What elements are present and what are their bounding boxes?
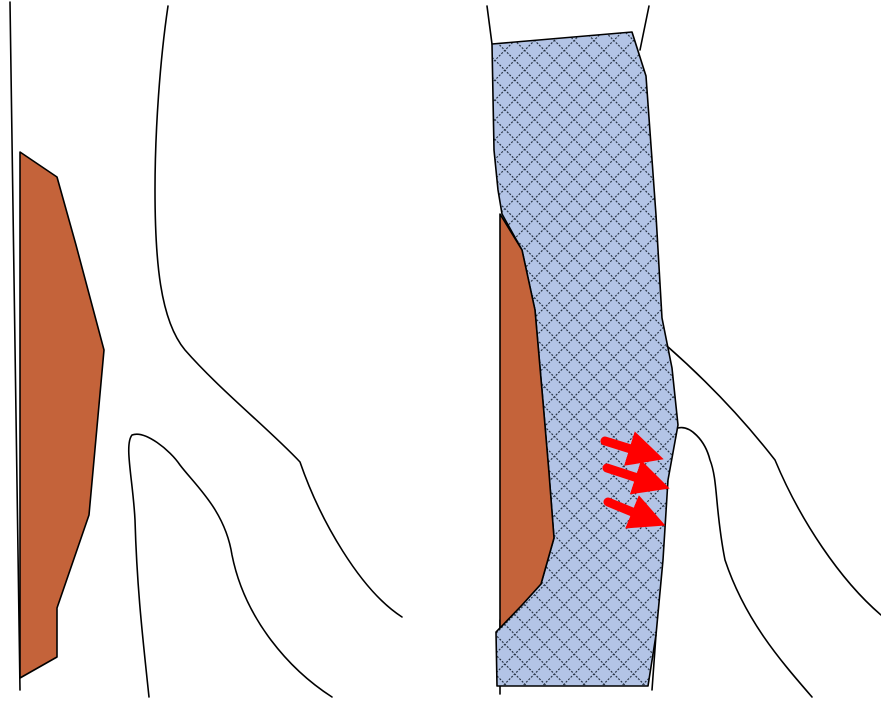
- left-branch-upper: [155, 6, 402, 617]
- right-vessel-wall-upper: [640, 6, 649, 50]
- right-panel: [487, 6, 881, 697]
- left-deposit-region: [20, 152, 104, 678]
- right-branch-upper: [667, 346, 881, 615]
- left-vessel-wall: [10, 2, 20, 690]
- right-branch-lower: [652, 428, 812, 697]
- left-branch-lower: [129, 434, 332, 697]
- left-panel: [10, 2, 402, 697]
